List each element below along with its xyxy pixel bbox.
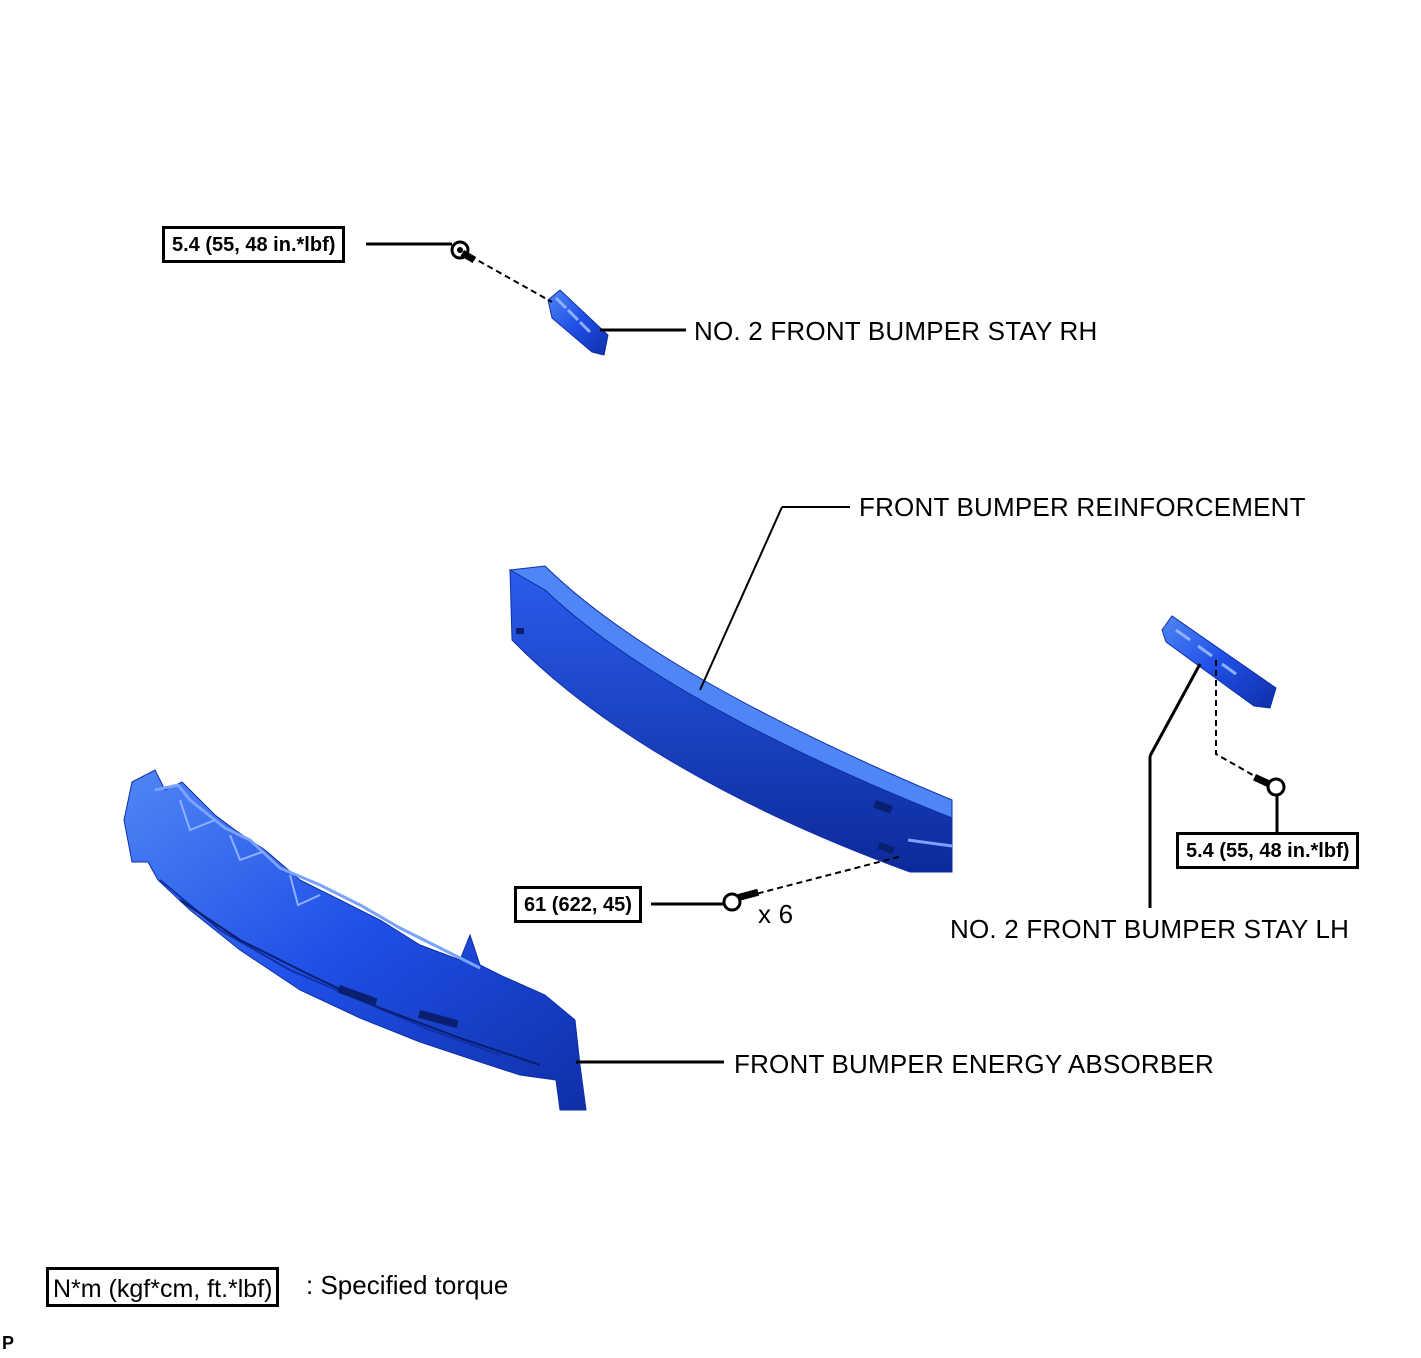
stay-rh-torque-box: 5.4 (55, 48 in.*lbf): [162, 226, 346, 263]
stay-rh-label: NO. 2 FRONT BUMPER STAY RH: [694, 316, 1098, 346]
stay-lh-label: NO. 2 FRONT BUMPER STAY LH: [950, 914, 1350, 944]
legend-torque-unit-box: N*m (kgf*cm, ft.*lbf): [46, 1267, 280, 1307]
stay-lh-part: [1161, 615, 1277, 709]
stay-rh-part: [547, 289, 609, 356]
stay-lh-bolt: [1215, 660, 1286, 797]
reinforcement-torque-box: 61 (622, 45): [514, 886, 642, 923]
reinforcement-bolt-count: x 6: [758, 899, 794, 929]
stay-lh-label-leader-diag: [1148, 663, 1202, 757]
reinforcement-label-leader: [699, 506, 783, 691]
reinforcement-part: [508, 565, 953, 873]
legend-description: : Specified torque: [306, 1270, 509, 1300]
corner-mark: P: [2, 1333, 15, 1353]
stay-lh-torque-box: 5.4 (55, 48 in.*lbf): [1176, 832, 1360, 869]
reinforcement-bolt: [722, 855, 903, 912]
stay-rh-bolt: [450, 240, 553, 303]
reinforcement-label: FRONT BUMPER REINFORCEMENT: [859, 492, 1306, 522]
energy-absorber-part: [123, 769, 587, 1111]
energy-absorber-label: FRONT BUMPER ENERGY ABSORBER: [734, 1049, 1214, 1079]
